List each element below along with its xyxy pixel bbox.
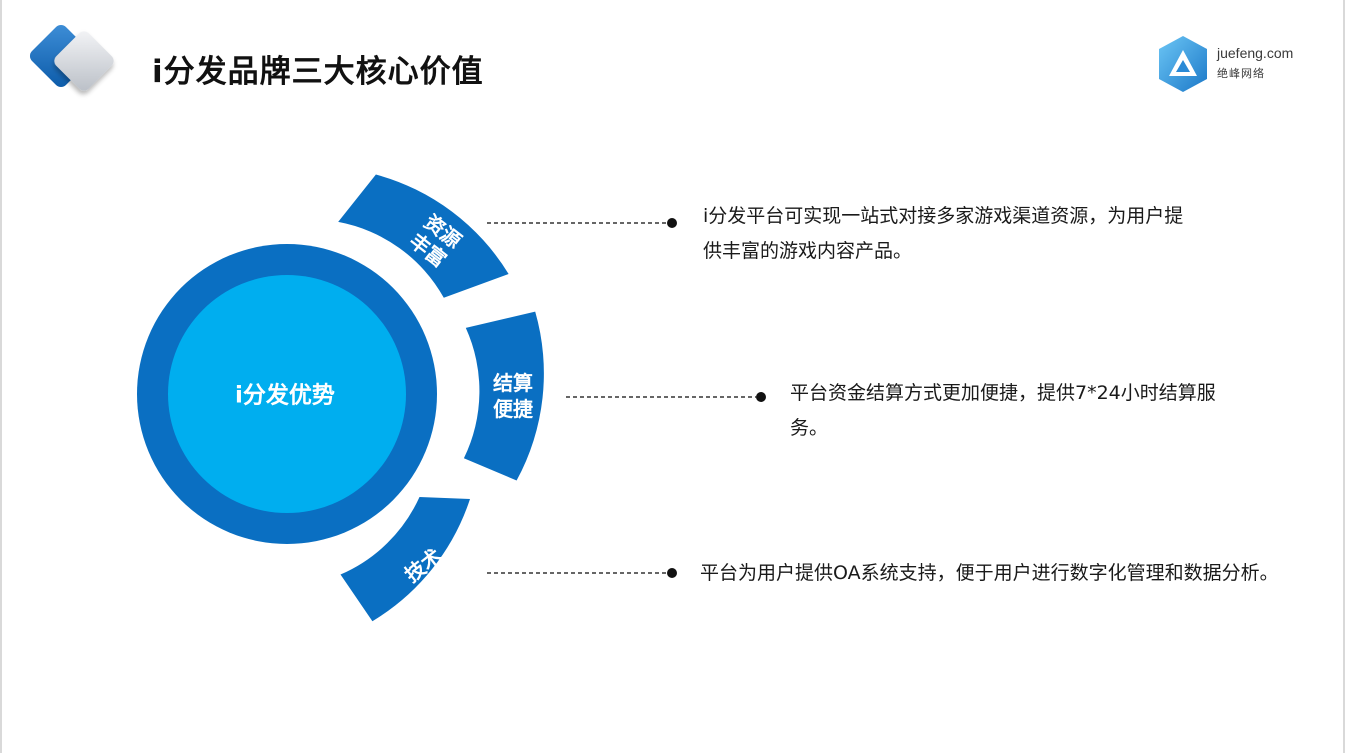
segment-tech [340,497,470,622]
logo-text-cn: 绝峰网络 [1217,67,1265,80]
description-settlement: 平台资金结算方式更加便捷，提供7*24小时结算服务。 [790,382,1216,439]
segment-settlement [463,311,544,481]
description-tech: 平台为用户提供OA系统支持，便于用户进行数字化管理和数据分析。 [700,562,1279,584]
logo-text-en: juefeng.com [1217,45,1294,61]
segment-label-settlement-2: 便捷 [493,397,534,421]
page-title: i分发品牌三大核心价值 [152,54,484,90]
brand-logo: juefeng.com 绝峰网络 [1155,34,1305,94]
diamond-icon [29,24,114,91]
right-border [1343,0,1345,753]
connector-dot-2 [756,392,766,402]
center-inner-circle [168,275,406,513]
segment-label-settlement-1: 结算 [493,371,533,395]
center-label: i分发优势 [235,382,335,409]
description-resources: i分发平台可实现一站式对接多家游戏渠道资源，为用户提供丰富的游戏内容产品。 [703,205,1184,262]
mountain-logo-icon [1159,36,1207,92]
connector-dot-1 [667,218,677,228]
left-border [0,0,2,753]
segment-resources [338,174,509,298]
connector-dot-3 [667,568,677,578]
